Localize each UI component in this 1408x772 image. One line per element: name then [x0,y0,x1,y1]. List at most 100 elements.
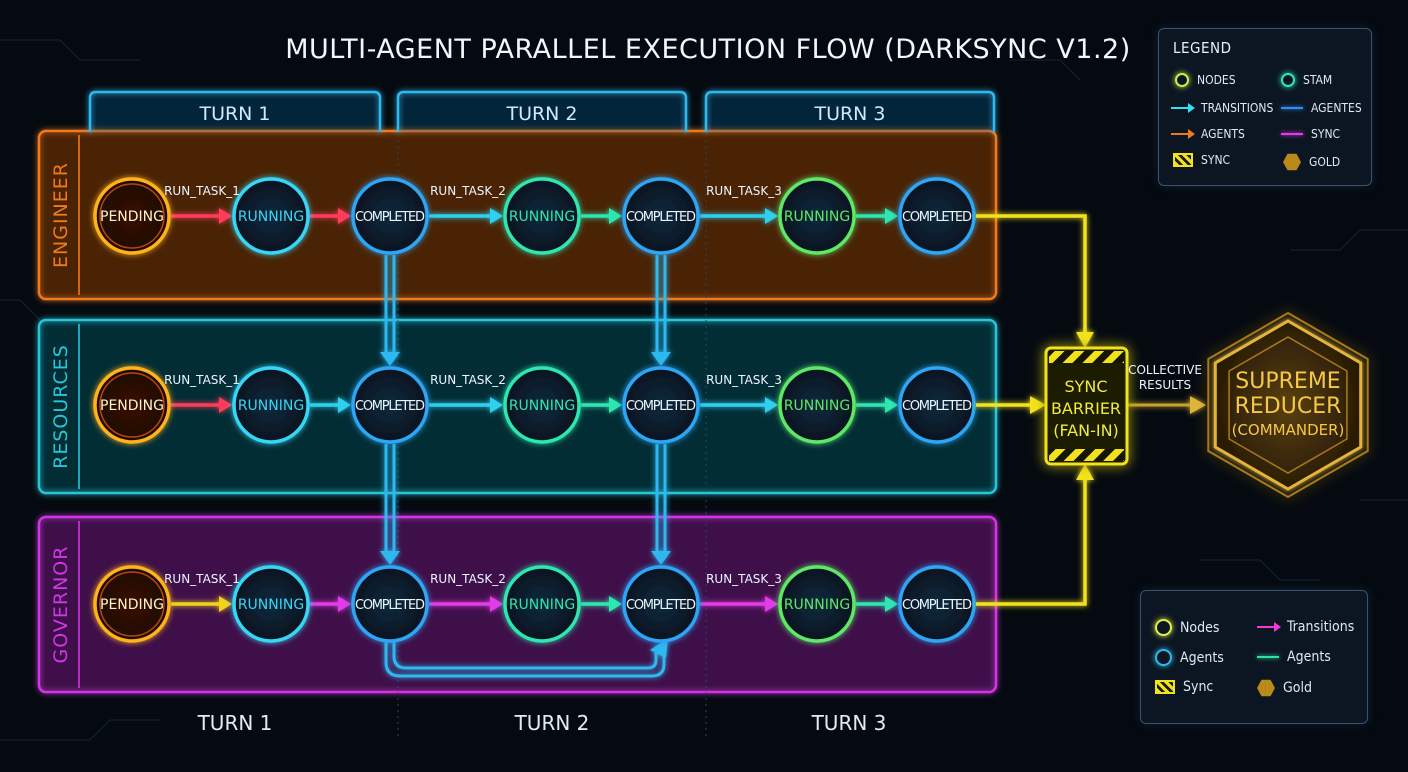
legend-item-label: SYNC [1311,127,1341,141]
arrow-head [380,352,400,366]
arrow-head [609,397,622,413]
legend-item: Nodes [1155,619,1219,636]
cross-lane-arrow [380,255,400,366]
node-circle [778,366,856,444]
circle-icon [1281,73,1295,87]
transition-arrow [856,208,898,224]
edge-label: RUN_TASK_3 [706,184,782,198]
legend-item-label: AGENTS [1201,127,1245,141]
turn-header-2: TURN 2 [396,90,688,132]
node-circle [503,177,581,255]
arrow-head [765,596,778,612]
arrow-head [338,208,351,224]
hazard-stripe-top [1049,351,1124,363]
reducer-outer-hex [1207,311,1369,499]
node-label: RUNNING [238,209,304,225]
node-label: RUNNING [509,597,575,613]
node-label: COMPLETED [902,399,972,414]
fan-in-bottom [976,476,1087,606]
sync-barrier-label: (FAN-IN) [1053,421,1119,440]
node-circle [351,366,429,444]
node-label: COMPLETED [902,598,972,613]
transition-arrow [171,208,232,224]
node-inner-ring [99,571,165,637]
node-circle [622,366,700,444]
state-node-running: RUNNING [778,177,856,255]
transition-arrow [700,208,778,224]
legend-item: Agents [1155,649,1224,666]
reducer-label: REDUCER [1235,394,1342,419]
state-node-completed: COMPLETED [622,366,700,444]
state-node-completed: COMPLETED [898,366,976,444]
turn-header-3: TURN 3 [704,90,996,132]
node-label: PENDING [100,209,164,225]
edge-label: RUN_TASK_1 [164,373,240,387]
transition-arrow [429,208,503,224]
turn-tab-frame [88,90,382,132]
legend-item: Transitions [1257,619,1354,635]
transition-arrow [581,596,622,612]
node-label: COMPLETED [626,399,696,414]
arrow-head [490,596,503,612]
legend-item-label: AGENTES [1311,101,1362,115]
lane-label: RESOURCES [50,344,72,469]
node-label: RUNNING [509,398,575,414]
legend-item: AGENTS [1171,127,1245,141]
legend-item: Agents [1257,649,1331,665]
sync-barrier-frame [1044,346,1129,466]
lane-label: GOVERNOR [50,546,72,664]
state-node-running: RUNNING [503,366,581,444]
collective-results-label: RESULTS [1139,378,1191,392]
node-circle [503,565,581,643]
transition-arrow [429,397,503,413]
node-circle [93,366,171,444]
arrow-head [765,397,778,413]
arrow-head [650,638,668,658]
arrow-head [885,208,898,224]
legend-item-label: Nodes [1180,619,1220,636]
node-circle [351,177,429,255]
turn-footer-label: TURN 3 [811,711,887,735]
turn-header-1: TURN 1 [88,90,382,132]
hexagon-icon [1257,679,1275,697]
legend-item: Sync [1155,679,1213,695]
arrow-head [1030,396,1046,414]
arrow-head [490,397,503,413]
loop-path-inner [392,640,658,670]
circle-icon [1155,619,1172,636]
page-title: MULTI-AGENT PARALLEL EXECUTION FLOW (DAR… [285,34,1131,65]
reducer-hex [1213,319,1363,491]
node-circle [93,177,171,255]
turn-label: TURN 3 [813,103,885,125]
node-label: COMPLETED [355,399,425,414]
arrow-head [219,397,232,413]
state-node-pending: PENDING [93,565,171,643]
transition-arrow [429,596,503,612]
turn-footer-label: TURN 1 [197,711,273,735]
node-label: COMPLETED [902,210,972,225]
hazard-box-icon [1155,680,1175,694]
legend-item: SYNC [1281,127,1340,141]
node-label: RUNNING [784,209,850,225]
cross-lane-arrow [651,255,671,366]
circle-icon [1175,73,1189,87]
legend-item-label: SYNC [1201,153,1231,167]
arrow-head [609,596,622,612]
arrow-head [651,352,671,366]
hazard-box-icon [1173,153,1193,167]
legend-item-label: Agents [1180,649,1224,666]
reducer-label: (COMMANDER) [1232,421,1345,439]
edge-label: RUN_TASK_2 [430,184,506,198]
state-node-pending: PENDING [93,366,171,444]
arrow-head [651,551,671,565]
line-icon [1281,107,1303,109]
arrow-head [338,596,351,612]
node-label: RUNNING [509,209,575,225]
loop-path-outer [384,640,666,678]
legend-item-label: Gold [1283,680,1312,696]
loop-arrow [384,638,668,678]
legend-item-label: STAM [1303,73,1333,87]
legend-item-label: NODES [1197,73,1236,87]
